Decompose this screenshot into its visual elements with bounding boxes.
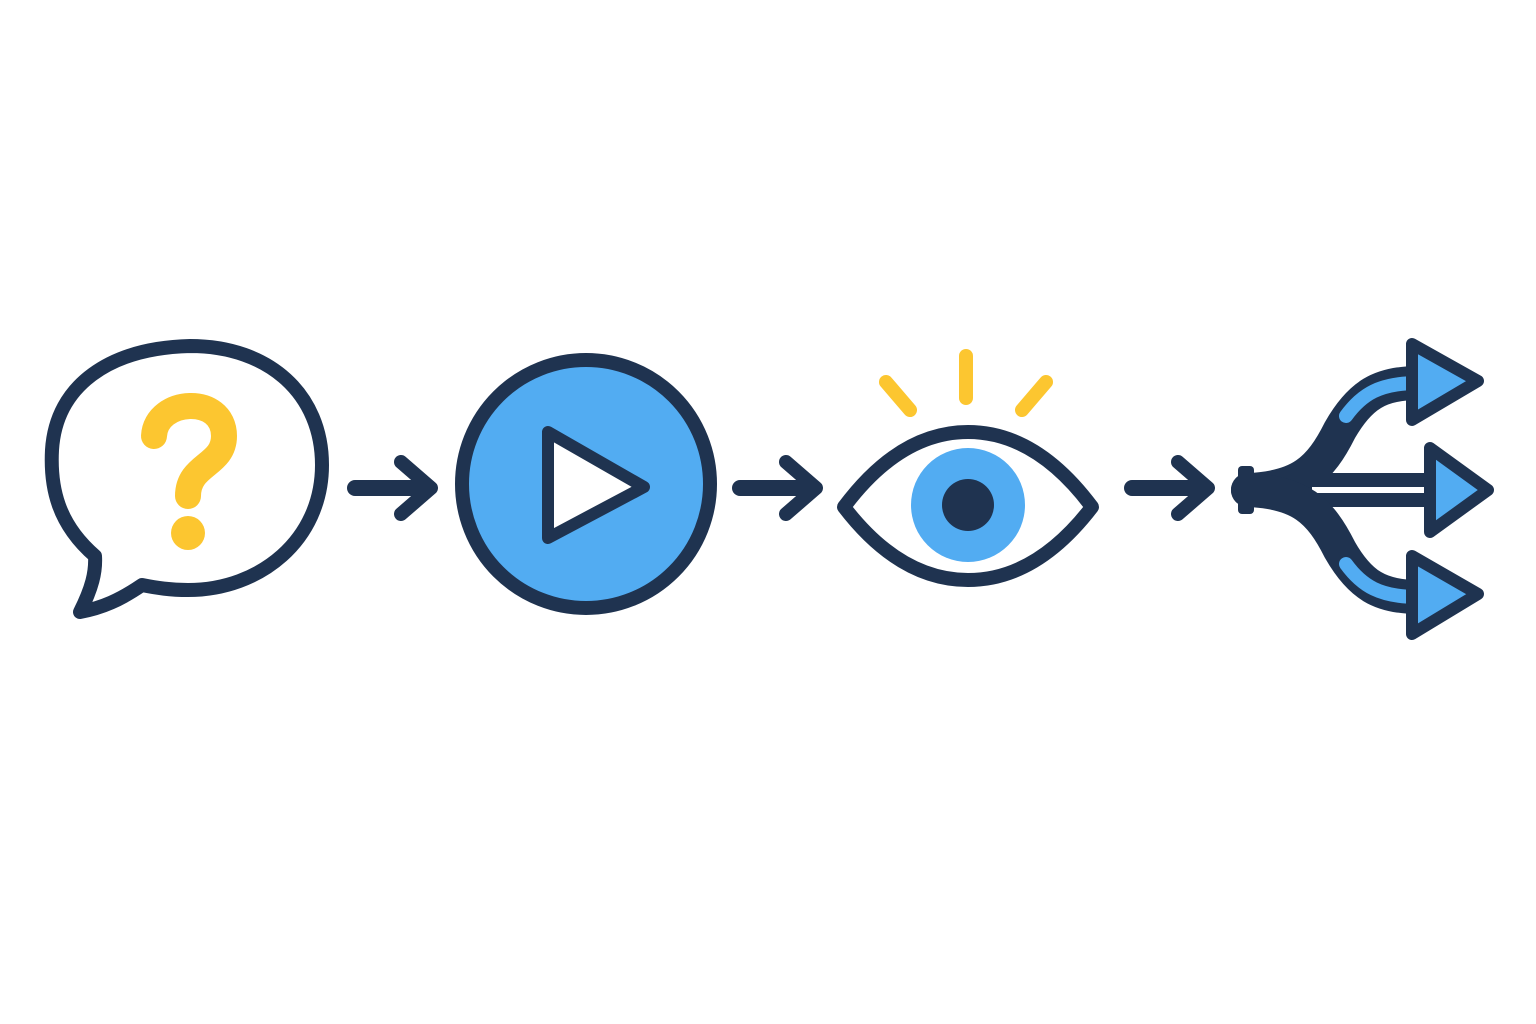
arrow-right-icon — [347, 455, 438, 521]
play-button-icon — [455, 353, 717, 615]
arrow-right-icon — [1124, 455, 1215, 521]
branch-trunk — [1238, 466, 1254, 514]
branch-middle-head — [1424, 442, 1494, 538]
eye-icon — [837, 349, 1099, 587]
branch-bottom-head — [1406, 550, 1484, 640]
question-speech-bubble-icon — [44, 339, 329, 619]
question-mark-dot — [171, 516, 205, 550]
eye-pupil — [942, 479, 994, 531]
play-triangle — [542, 426, 650, 544]
branch-top-head — [1406, 338, 1484, 426]
arrow-right-icon — [732, 455, 823, 521]
branching-arrows-icon — [1231, 338, 1494, 640]
eye-rays — [879, 349, 1053, 417]
question-mark-icon — [141, 393, 237, 509]
